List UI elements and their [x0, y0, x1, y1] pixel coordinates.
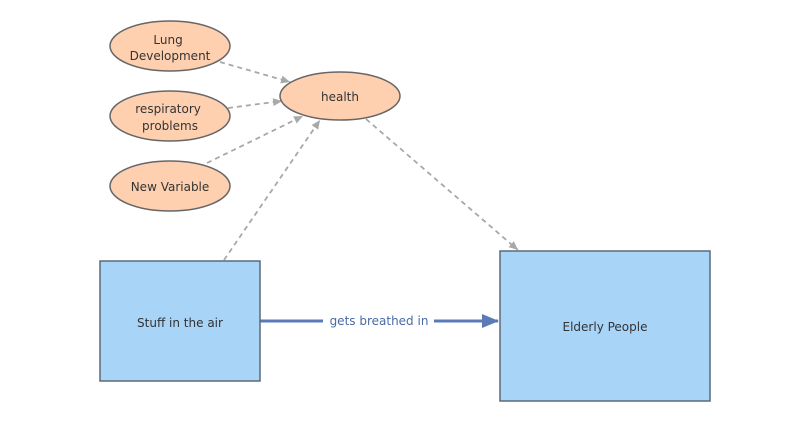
- node-elderly-label: Elderly People: [563, 320, 648, 334]
- node-health-label: health: [321, 90, 359, 104]
- edge-stuff-to-elderly[interactable]: gets breathed in: [260, 314, 499, 328]
- node-lung-line-1: Lung: [153, 33, 182, 47]
- node-elderly-people[interactable]: Elderly People: [499, 250, 711, 402]
- edge-stuff-to-health[interactable]: [223, 119, 321, 261]
- node-lung-line-2: Development: [130, 49, 211, 63]
- node-stuff-in-the-air[interactable]: Stuff in the air: [99, 260, 261, 382]
- svg-text:respiratory problems: respiratory problems: [135, 102, 204, 133]
- dashed-edges: [206, 61, 519, 261]
- node-stuff-label: Stuff in the air: [137, 316, 223, 330]
- node-lung-development[interactable]: Lung Development: [109, 20, 231, 72]
- node-new-variable-label: New Variable: [131, 180, 210, 194]
- svg-text:health: health: [321, 90, 359, 104]
- edge-lung-to-health[interactable]: [219, 61, 291, 84]
- node-new-variable[interactable]: New Variable: [109, 160, 231, 212]
- edge-label-gets-breathed-in: gets breathed in: [330, 314, 429, 328]
- node-health[interactable]: health: [279, 71, 401, 121]
- edge-respiratory-to-health[interactable]: [227, 98, 283, 109]
- svg-text:New Variable: New Variable: [131, 180, 210, 194]
- node-respiratory-line-2: problems: [142, 119, 198, 133]
- edge-health-to-elderly[interactable]: [365, 118, 519, 251]
- node-respiratory-problems[interactable]: respiratory problems: [109, 90, 231, 142]
- svg-text:Lung Development: Lung Development: [130, 33, 211, 63]
- node-respiratory-line-1: respiratory: [135, 102, 201, 116]
